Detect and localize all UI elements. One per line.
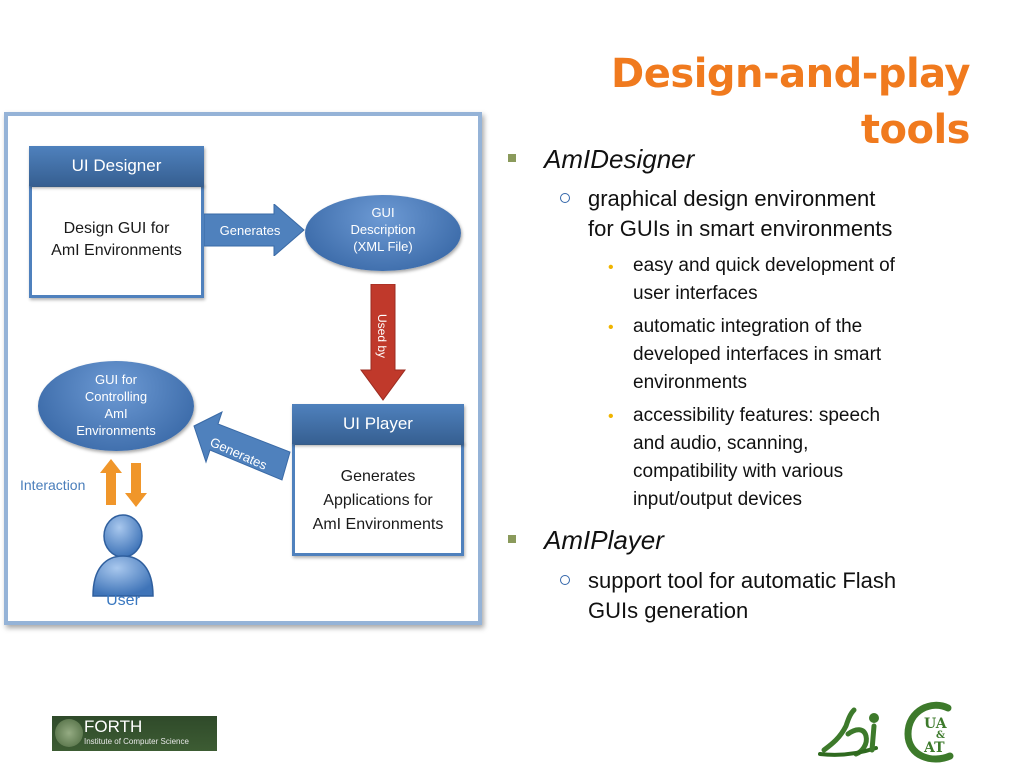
used-by-label: Used by [375, 313, 389, 359]
forth-emblem-icon [55, 719, 83, 747]
amiplayer-sub-line2: GUIs generation [588, 598, 749, 623]
ui-player-header: UI Player [292, 404, 464, 444]
gui-controlling-line2: Controlling [84, 389, 148, 404]
svg-text:UA: UA [924, 716, 948, 732]
uaat-logo-icon: UA & AT [904, 701, 954, 763]
amiplayer-sub-line1: support tool for automatic Flash [588, 568, 897, 593]
ui-designer-body-line2: AmI Environments [51, 242, 182, 259]
ui-player-body-line2: Applications for [323, 492, 433, 509]
gui-description-ellipse: GUI Description (XML File) [305, 195, 461, 271]
forth-logo: FORTH Institute of Computer Science [52, 716, 217, 751]
point2-line2: developed interfaces in smart [633, 344, 882, 365]
ui-player-body-line3: AmI Environments [312, 516, 444, 533]
point3-line1: accessibility features: speech [633, 405, 881, 426]
point3-line2: and audio, scanning, [633, 433, 809, 454]
ui-player-body-line1: Generates [340, 468, 416, 485]
gui-controlling-line1: GUI for [95, 372, 137, 387]
point2-line3: environments [633, 372, 748, 393]
gui-description-line1: GUI [371, 205, 395, 220]
gui-controlling-ellipse: GUI for Controlling AmI Environments [38, 361, 194, 451]
svg-text:AT: AT [923, 740, 945, 756]
user-icon [92, 514, 154, 597]
amiplayer-item: AmIPlayer [544, 525, 664, 555]
forth-logo-name: FORTH [84, 717, 143, 736]
generates-right-label: Generates [219, 223, 281, 238]
gui-description-line2: Description [350, 222, 416, 237]
slide-title: Design-and-play tools [611, 51, 970, 153]
hci-logo-icon [818, 707, 879, 757]
ui-designer-body-line1: Design GUI for [63, 220, 170, 237]
user-label: User [106, 592, 140, 609]
level1-bullet-icon [508, 535, 516, 543]
level3-bullet-icon: • [608, 408, 614, 425]
workflow-diagram: UI Designer Design GUI for AmI Environme… [4, 112, 482, 625]
point1-line2: user interfaces [633, 283, 758, 304]
gui-description-line3: (XML File) [353, 239, 413, 254]
level2-bullet-icon [560, 193, 570, 203]
point3-line3: compatibility with various [633, 461, 844, 482]
svg-text:&: & [936, 730, 945, 741]
level3-bullet-icon: • [608, 319, 614, 336]
amidesigner-item: AmIDesigner [544, 144, 695, 174]
interaction-label: Interaction [20, 477, 86, 493]
point1-line1: easy and quick development of [633, 255, 895, 276]
level2-bullet-icon [560, 575, 570, 585]
point2-line1: automatic integration of the [633, 316, 863, 337]
interaction-arrows-icon [100, 459, 147, 507]
level3-bullet-icon: • [608, 259, 614, 276]
ui-designer-header: UI Designer [29, 146, 204, 186]
forth-logo-subtitle: Institute of Computer Science [84, 737, 189, 746]
amidesigner-sub-line2: for GUIs in smart environments [588, 216, 893, 241]
used-by-arrow [360, 284, 406, 401]
gui-controlling-line4: Environments [76, 423, 156, 438]
level1-bullet-icon [508, 154, 516, 162]
generates-right-arrow [204, 204, 305, 256]
gui-controlling-line3: AmI [104, 406, 128, 421]
point3-line4: input/output devices [633, 489, 803, 510]
amidesigner-sub-line1: graphical design environment [588, 186, 876, 211]
generates-left-arrow [193, 411, 291, 481]
